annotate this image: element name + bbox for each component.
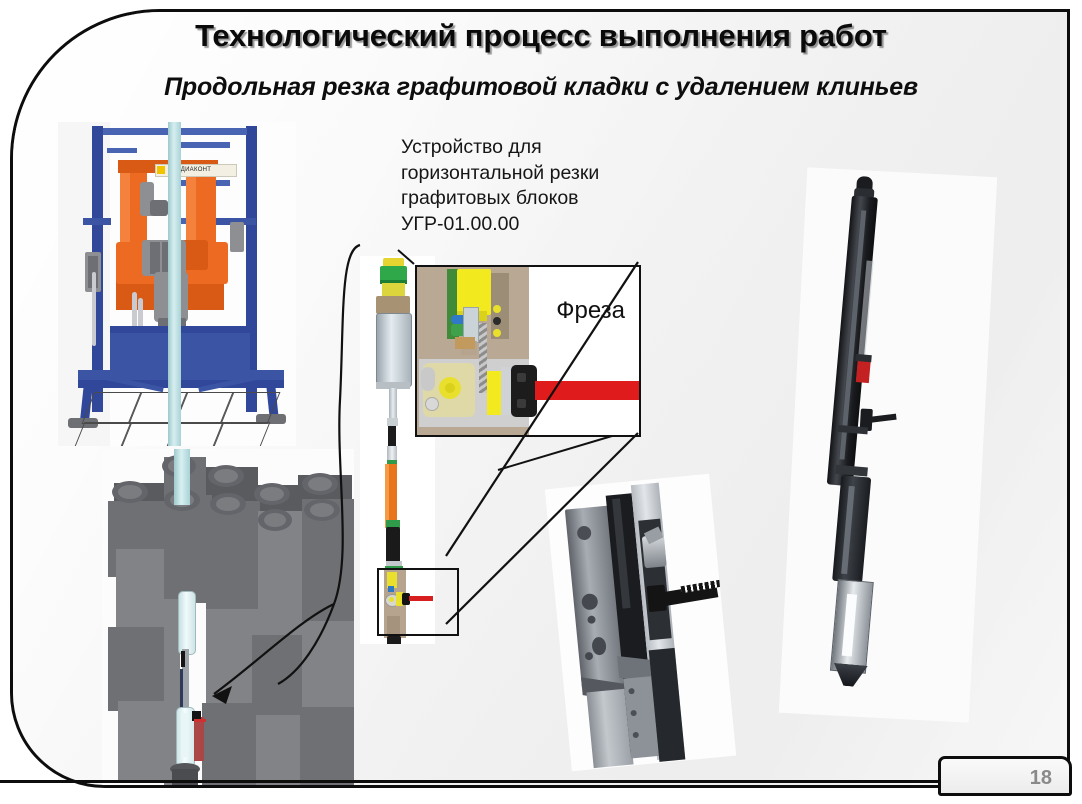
caption-line-1: Устройство для [401, 136, 542, 158]
page-badge: 18 [938, 756, 1072, 796]
caption-line-2: горизонтальной резки [401, 161, 600, 184]
detail-callout-box: Фреза [415, 265, 641, 437]
page-number: 18 [1029, 767, 1052, 789]
caption-line-3: графитовых блоков [401, 187, 579, 209]
badge-tail-rule [0, 780, 948, 783]
graphite-blocks-photo [102, 449, 354, 785]
machine-photo: ДИАКОНТ [58, 122, 296, 446]
caption-line-4: УГР-01.00.00 [401, 212, 520, 235]
page-subtitle: Продольная резка графитовой кладки с уда… [164, 73, 918, 101]
rig-photo [544, 473, 737, 772]
device-caption: Устройство для горизонтальной резки граф… [401, 135, 681, 237]
slide-frame: ДИАКОНТ [10, 9, 1070, 788]
cutter-shaft [535, 381, 639, 400]
page-title: Технологический процесс выполнения работ [195, 18, 887, 53]
detail-label: Фреза [556, 297, 625, 324]
long-device-photo [778, 167, 998, 723]
tool-detail-highlight-box [377, 568, 459, 636]
